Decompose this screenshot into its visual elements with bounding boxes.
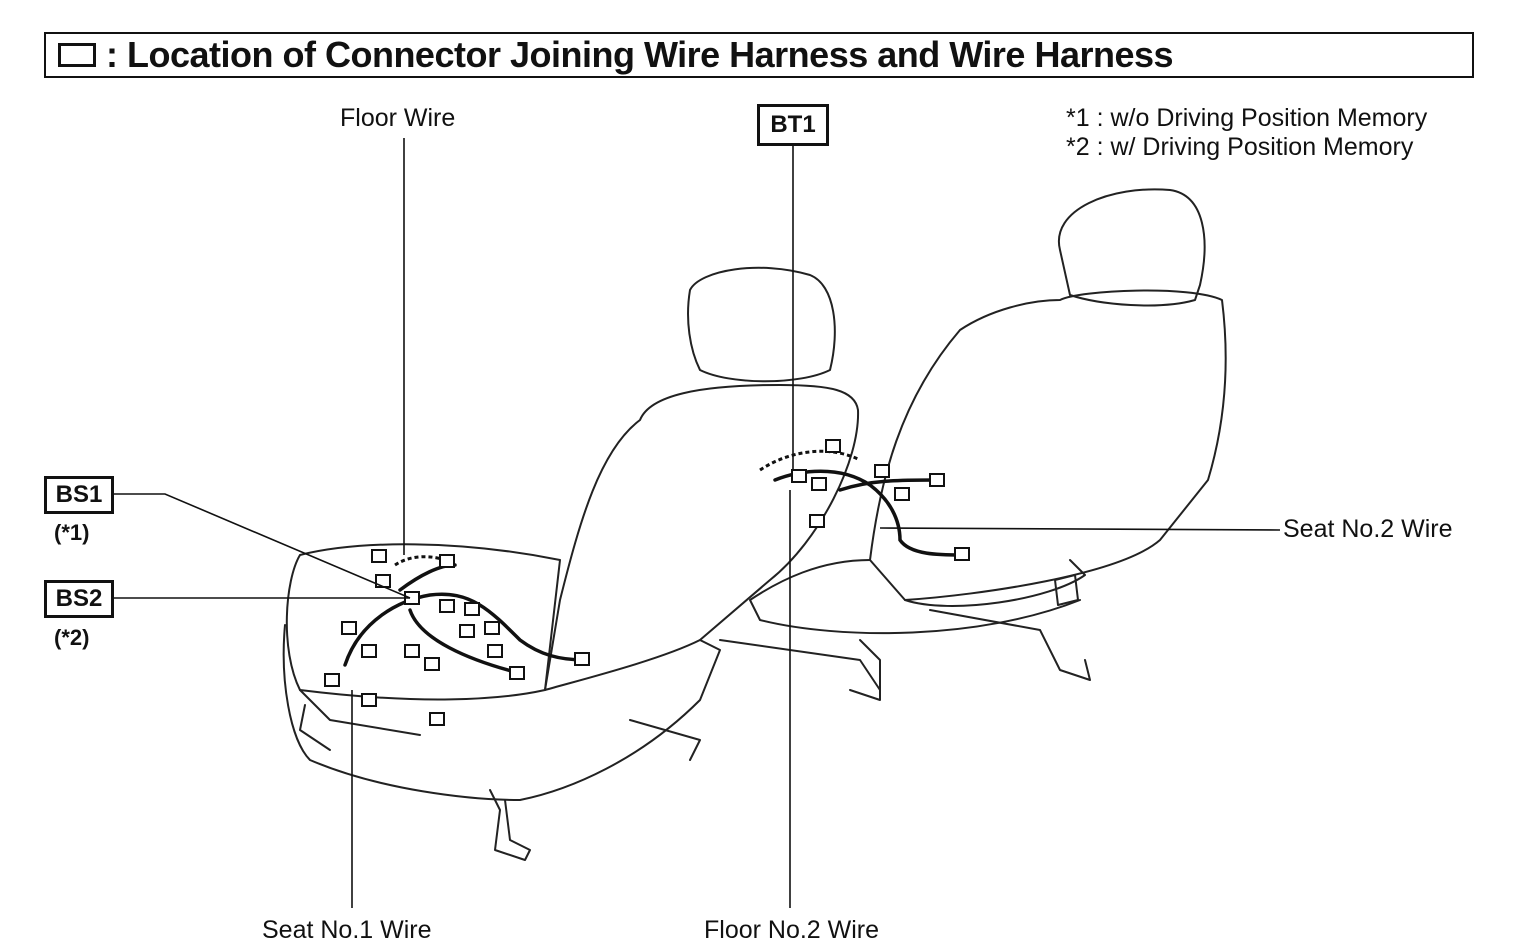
front-seat-drawing [282, 266, 881, 861]
seat-no2-wire-label: Seat No.2 Wire [1283, 515, 1453, 543]
front-harness-main [343, 592, 587, 667]
front-harness-branch [398, 563, 457, 592]
rectangle-icon [58, 43, 96, 67]
bs1-connector-code: BS1 [44, 476, 114, 514]
rear-seat-drawing [749, 188, 1227, 701]
page-title: : Location of Connector Joining Wire Har… [106, 34, 1174, 75]
floor-no2-wire-label: Floor No.2 Wire [704, 916, 880, 944]
leader-seat-no2-wire [879, 527, 1281, 531]
footnote-2: *2 : w/ Driving Position Memory [1066, 133, 1414, 161]
footnotes: *1 : w/o Driving Position Memory *2 : w/… [1066, 104, 1427, 162]
page-header: : Location of Connector Joining Wire Har… [44, 32, 1474, 78]
floor-wire-label: Floor Wire [340, 104, 456, 132]
front-harness-branch [408, 608, 517, 674]
seat-no1-wire-label: Seat No.1 Wire [262, 916, 432, 944]
rear-harness-main [773, 469, 964, 557]
bs1-note: (*1) [54, 520, 90, 545]
leader-bs1 [112, 493, 411, 599]
rear-harness-branch [838, 478, 937, 492]
bt1-connector-code: BT1 [757, 104, 829, 146]
bs2-connector-code: BS2 [44, 580, 114, 618]
bs2-note: (*2) [54, 625, 90, 650]
footnote-1: *1 : w/o Driving Position Memory [1066, 104, 1428, 132]
